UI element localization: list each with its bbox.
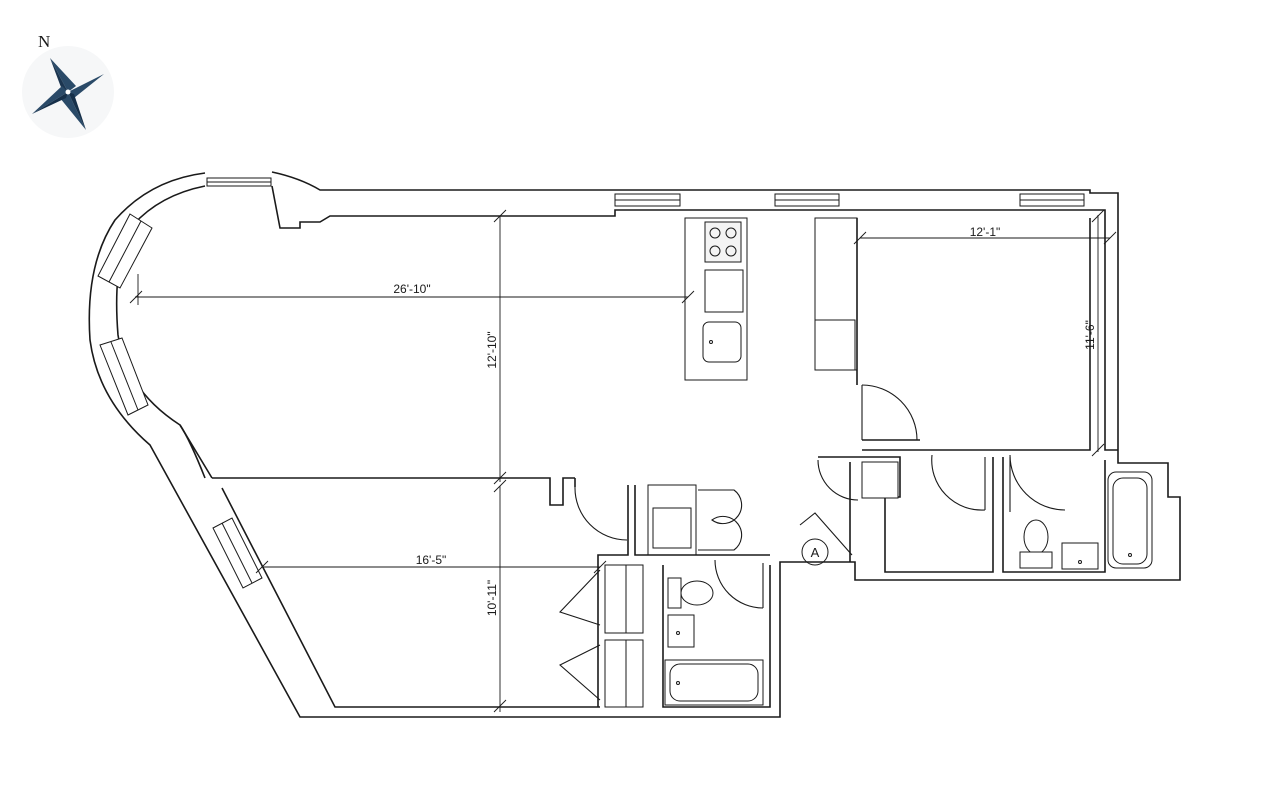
- entry-marker-circle: [801, 538, 829, 566]
- north-label: N: [38, 32, 50, 51]
- hall-closets: [817, 454, 1106, 573]
- toilet-icon: [1023, 519, 1049, 555]
- stove-icon: [704, 221, 742, 263]
- refrigerator-icon: [814, 319, 856, 371]
- kitchen-sink-icon: [702, 321, 742, 363]
- bathroom-2: [1019, 471, 1153, 570]
- dim-living-depth: 12'-10": [485, 331, 499, 368]
- compass-rose-icon: [22, 46, 114, 138]
- bedroom-1-closets: [558, 564, 644, 708]
- entry-marker-label: A: [811, 545, 820, 560]
- bathroom-1: [574, 478, 771, 708]
- dim-bedroom1-width: 16'-5": [416, 553, 447, 567]
- dim-living-width: 26'-10": [393, 282, 430, 296]
- toilet-icon: [680, 580, 714, 606]
- dim-bedroom1-depth: 10'-11": [485, 580, 499, 616]
- dishwasher-icon: [704, 269, 744, 313]
- bedroom-2-walls: [856, 218, 1091, 451]
- sink-icon: [1061, 542, 1099, 570]
- entry: A: [799, 512, 853, 566]
- windows: [97, 177, 1085, 589]
- dim-bedroom2-width: 12'-1": [970, 225, 1001, 239]
- sink-icon: [667, 614, 695, 648]
- dim-bedroom2-depth: 11'-6": [1083, 320, 1097, 350]
- exterior-walls: [88, 171, 1181, 718]
- dimension-lines: [129, 209, 1117, 713]
- kitchen: [684, 217, 858, 381]
- washer-dryer-icon: [652, 507, 692, 549]
